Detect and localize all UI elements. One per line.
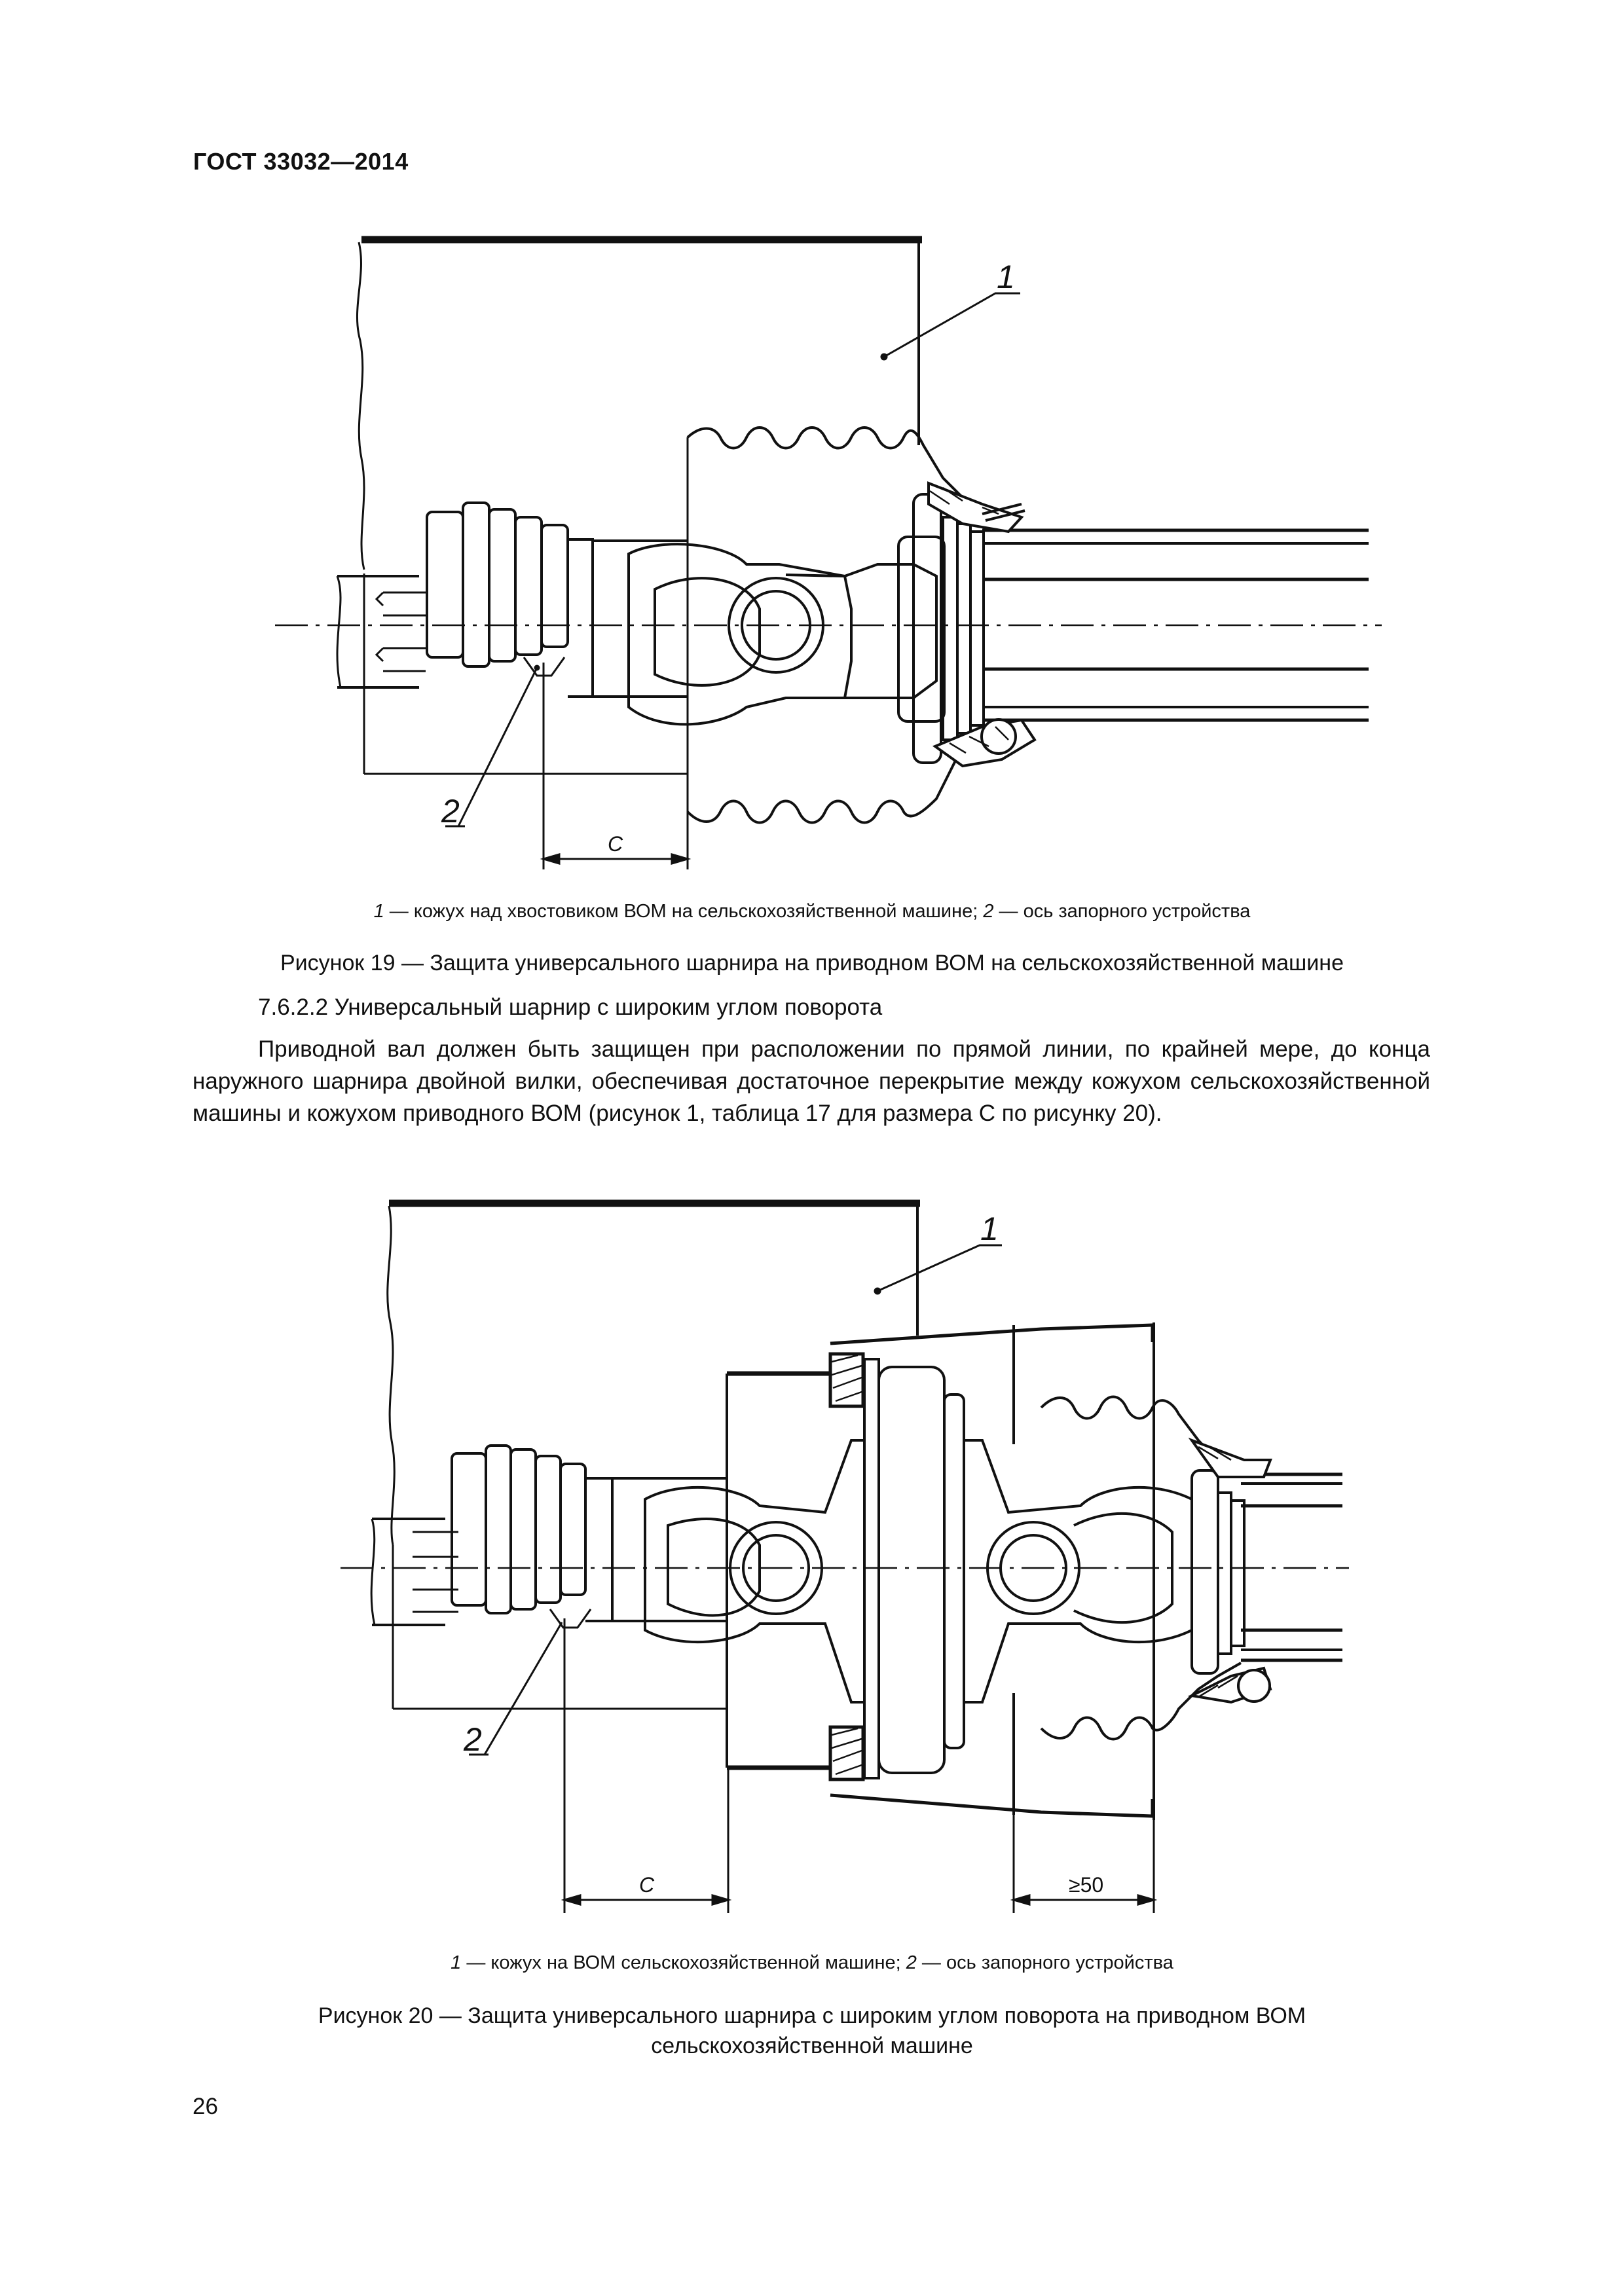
figure-20-legend: 1 — кожух на ВОМ сельскохозяйственной ма… — [0, 1952, 1624, 1974]
legend-text-2: — ось запорного устройства — [916, 1952, 1173, 1973]
legend-key-2: 2 — [983, 901, 994, 922]
document-standard-number: ГОСТ 33032—2014 — [193, 148, 409, 175]
fig20-dimension-c: C — [639, 1873, 655, 1897]
fig19-dimension-c: C — [608, 832, 623, 856]
legend-text-2: — ось запорного устройства — [993, 901, 1251, 922]
figure-20-caption-line-2: сельскохозяйственной машине — [651, 2033, 973, 2058]
legend-key-2: 2 — [906, 1952, 917, 1973]
legend-key-1: 1 — [451, 1952, 462, 1973]
figure-19-drawing: 1 2 C — [275, 236, 1382, 869]
figure-20-caption-line-1: Рисунок 20 — Защита универсального шарни… — [318, 2003, 1306, 2028]
fig20-dimension-min: ≥50 — [1069, 1873, 1103, 1897]
figure-19-legend: 1 — кожух над хвостовиком ВОМ на сельско… — [0, 901, 1624, 922]
figure-19-caption: Рисунок 19 — Защита универсального шарни… — [280, 951, 1344, 975]
legend-key-1: 1 — [373, 901, 384, 922]
figure-19: 1 2 C — [0, 223, 1624, 890]
page-number: 26 — [193, 2094, 218, 2119]
legend-text-1: — кожух на ВОМ сельскохозяйственной маши… — [461, 1952, 906, 1973]
legend-text-1: — кожух над хвостовиком ВОМ на сельскохо… — [384, 901, 984, 922]
section-paragraph: Приводной вал должен быть защищен при ра… — [193, 1036, 1430, 1126]
fig19-callout-1: 1 — [997, 259, 1015, 295]
figure-20: 1 2 C ≥50 — [0, 1185, 1624, 1944]
figure-20-drawing: 1 2 C ≥50 — [341, 1199, 1349, 1913]
fig20-callout-1: 1 — [980, 1211, 999, 1247]
section-heading: 7.6.2.2 Универсальный шарнир с широким у… — [258, 994, 883, 1020]
fig20-callout-2: 2 — [463, 1721, 482, 1758]
fig19-callout-2: 2 — [441, 793, 460, 829]
